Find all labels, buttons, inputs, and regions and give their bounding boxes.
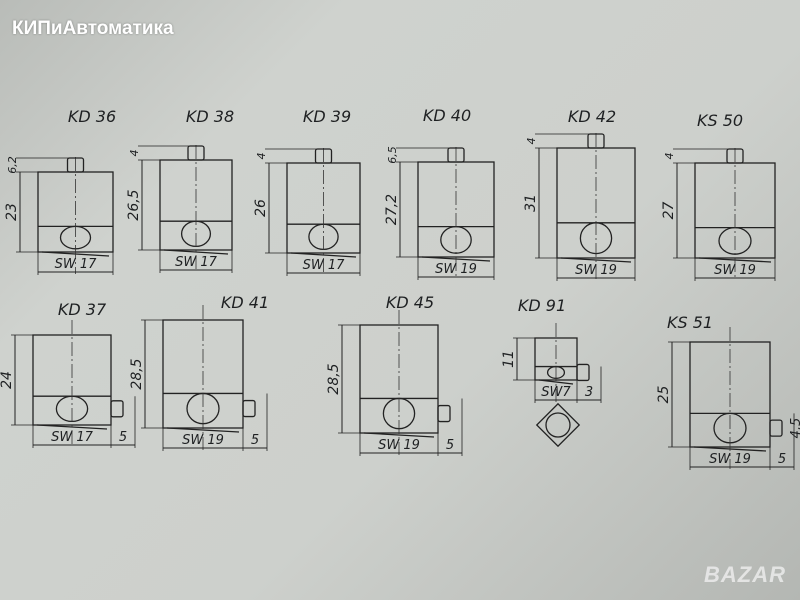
width-dimension: SW 19 [378,438,420,453]
bazar-logo: BAZAR [704,562,786,587]
drawing-kd-41: KD 41 28,5 SW 19 5 [129,293,269,451]
height-dimension: 28,5 [129,358,145,389]
connector-icon [437,404,451,423]
drawing-kd-36: KD 36 23 6,2 SW 17 [4,107,116,275]
drawing-ks-51: KS 51 25 SW 19 5 4,5 [656,313,800,470]
height-dimension: 28,5 [326,363,342,394]
top-dimension: 4 [128,150,141,157]
top-dimension: 6,2 [6,156,19,174]
width-dimension: SW 17 [55,257,98,272]
width-dimension: SW 19 [709,452,751,467]
watermark-text: КИПиАвтоматика [12,18,174,39]
drawing-title: KD 41 [221,293,269,312]
width-dimension: SW 17 [303,258,346,273]
side-dimension: 3 [585,385,593,400]
sensor-top-view [535,402,581,448]
height-dimension: 26 [253,199,269,217]
top-dimension: 4 [663,153,676,160]
drawing-kd-42: KD 42 31 4 SW 19 [523,107,636,281]
connector-icon [110,400,124,418]
drawing-title: KD 39 [303,107,351,126]
top-dimension: 4 [525,138,538,145]
drawing-title: KS 51 [667,313,713,332]
drawing-kd-37: KD 37 24 SW 17 5 [0,300,136,448]
drawing-title: KD 37 [58,300,107,319]
drawing-title: KD 40 [423,106,471,125]
drawing-title: KD 38 [186,107,234,126]
drawing-kd-45: KD 45 28,5 SW 19 5 [326,293,463,456]
top-dimension: 4 [255,153,268,160]
drawing-title: KS 50 [697,111,743,130]
width-dimension: SW 19 [714,263,756,278]
drawing-title: KD 42 [568,107,616,126]
width-dimension: SW 19 [182,433,224,448]
width-dimension: SW7 [541,385,571,400]
top-dimension: 6,5 [386,146,399,164]
width-dimension: SW 19 [435,262,477,277]
side-dimension: 5 [446,438,454,453]
width-dimension: SW 17 [175,255,218,270]
height-dimension: 27 [661,202,677,220]
height-dimension: 25 [656,386,672,404]
drawing-kd-40: KD 40 27,2 6,5 SW 19 [384,106,495,280]
height-dimension: 24 [0,371,15,389]
connector-icon [242,399,256,418]
width-dimension: SW 17 [51,430,94,445]
drawing-kd-39: KD 39 26 4 SW 17 [253,107,361,276]
drawing-title: KD 91 [518,296,566,315]
connector-icon [769,419,783,437]
side-dimension: 5 [778,452,786,467]
side-dimension: 5 [119,430,127,445]
connector-dimension: 4,5 [789,418,800,439]
height-dimension: 31 [523,194,539,212]
drawing-kd-38: KD 38 26,5 4 SW 17 [126,107,234,273]
height-dimension: 23 [4,203,20,221]
connector-icon [576,363,590,382]
drawing-ks-50: KS 50 27 4 SW 19 [661,111,776,281]
height-dimension: 26,5 [126,189,142,220]
height-dimension: 27,2 [384,194,400,225]
height-dimension: 11 [501,350,517,368]
drawing-title: KD 45 [386,293,434,312]
drawing-title: KD 36 [68,107,116,126]
width-dimension: SW 19 [575,263,617,278]
side-dimension: 5 [251,433,259,448]
